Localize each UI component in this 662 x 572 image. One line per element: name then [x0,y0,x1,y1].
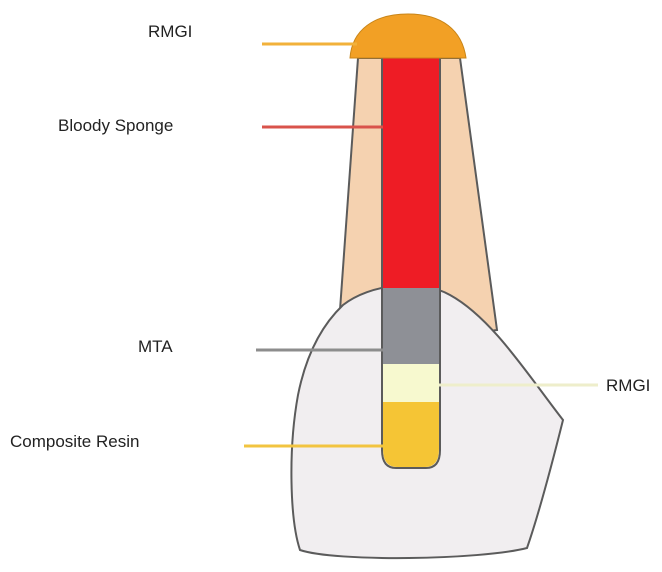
label-composite-resin: Composite Resin [10,432,139,452]
rmgi-cap [350,14,466,58]
label-bloody-sponge: Bloody Sponge [58,116,173,136]
composite-resin-layer [383,402,439,467]
rmgi-inner-layer [383,364,439,402]
bloody-sponge-layer [383,58,439,288]
label-mta: MTA [138,337,173,357]
label-rmgi-side: RMGI [606,376,650,396]
label-rmgi-top: RMGI [148,22,192,42]
mta-layer [383,288,439,364]
